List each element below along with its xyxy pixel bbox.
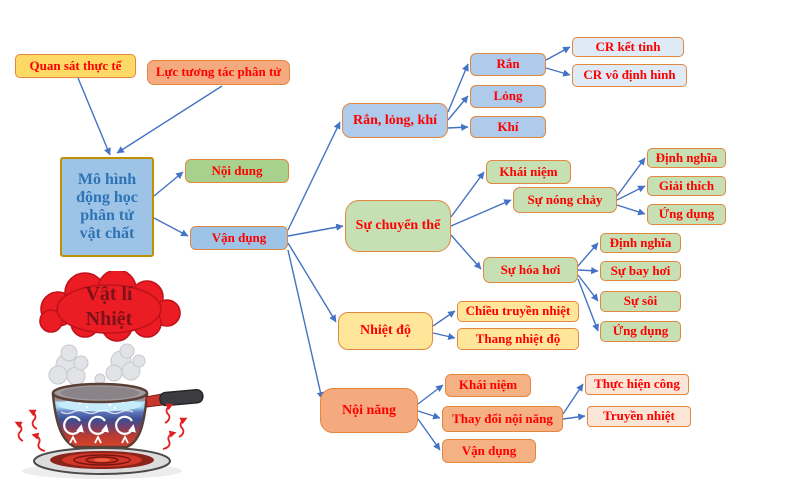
node-su-chuyen-the: Sự chuyển thể [345, 200, 451, 252]
node-su-hoa-hoi: Sự hóa hơi [483, 257, 578, 283]
node-khai-niem-chuyen-the: Khái niệm [486, 160, 571, 184]
edge-2 [153, 171, 184, 197]
edge-12 [545, 67, 571, 77]
node-cr-ket-tinh: CR kết tinh [572, 37, 684, 57]
cloud-line-1: Vật lí [85, 283, 133, 305]
edge-25 [417, 384, 444, 405]
heat-radiation-arrows-icon [14, 403, 188, 452]
node-line: phân tử [80, 207, 134, 224]
edge-29 [562, 413, 586, 421]
edge-13 [450, 171, 485, 218]
node-ung-dung-hoa-hoi: Ứng dụng [600, 321, 681, 342]
boiling-pot-illustration [14, 343, 204, 479]
node-thuc-hien-cong: Thực hiện công [585, 374, 689, 395]
node-dinh-nghia-hoa-hoi: Định nghĩa [600, 233, 681, 253]
edge-24 [432, 332, 456, 341]
node-van-dung-noi-nang: Vận dụng [442, 439, 536, 463]
node-dinh-nghia-nong-chay: Định nghĩa [647, 148, 726, 168]
edge-22 [577, 278, 599, 332]
edge-10 [447, 123, 469, 131]
topic-cloud-label: Vật lí Nhiệt [33, 271, 185, 343]
node-su-soi: Sự sôi [600, 291, 681, 312]
node-cr-vo-dinh-hinh: CR vô định hình [572, 64, 687, 87]
edge-14 [450, 199, 512, 227]
node-long: Lỏng [470, 85, 546, 108]
cloud-line-2: Nhiệt [85, 308, 133, 330]
node-su-bay-hoi: Sự bay hơi [600, 261, 681, 281]
edge-16 [616, 157, 646, 197]
node-ung-dung-nong-chay: Ứng dụng [647, 204, 726, 225]
edge-0 [77, 77, 111, 156]
steam-icon [48, 343, 146, 386]
edge-6 [287, 242, 337, 323]
pot-handle-icon [145, 389, 204, 408]
edge-9 [447, 95, 469, 121]
pot-icon [51, 382, 149, 449]
node-ran: Rắn [470, 53, 546, 76]
node-line: Mô hình [77, 171, 137, 189]
edge-1 [116, 85, 223, 154]
edge-20 [577, 267, 599, 275]
edge-7 [287, 249, 325, 400]
node-giai-thich: Giải thích [647, 176, 726, 196]
node-ran-long-khi: Rắn, lỏng, khí [342, 103, 448, 138]
node-chieu-truyen-nhiet: Chiều truyền nhiệt [457, 301, 579, 322]
edge-18 [616, 204, 646, 216]
edge-19 [577, 242, 599, 267]
edge-11 [545, 46, 571, 61]
node-su-nong-chay: Sự nóng chảy [513, 187, 617, 213]
burner-icon [22, 447, 182, 479]
node-quan-sat-thuc-te: Quan sát thực tế [15, 54, 136, 78]
node-thay-doi-noi-nang: Thay đổi nội năng [442, 406, 563, 432]
edge-4 [287, 121, 341, 231]
edge-26 [417, 410, 441, 420]
edge-27 [417, 418, 441, 451]
node-nhiet-do: Nhiệt độ [338, 312, 433, 350]
edge-5 [287, 223, 344, 237]
edge-21 [577, 274, 599, 302]
node-van-dung: Vận dụng [190, 226, 288, 250]
node-line: vật chất [79, 224, 135, 242]
node-line: động học [76, 189, 138, 207]
edge-8 [447, 63, 469, 113]
edge-23 [432, 310, 456, 327]
topic-cloud-icon [39, 271, 181, 342]
edge-28 [562, 383, 584, 415]
convection-arrows-icon [63, 415, 136, 444]
node-khai-niem-noi-nang: Khái niệm [445, 374, 531, 397]
node-noi-nang: Nội năng [320, 388, 418, 433]
node-truyen-nhiet: Truyền nhiệt [587, 406, 691, 427]
edge-15 [450, 234, 482, 270]
edge-3 [153, 217, 189, 237]
edge-17 [616, 185, 646, 201]
node-thang-nhiet-do: Thang nhiệt độ [457, 328, 579, 350]
node-luc-tuong-tac-phan-tu: Lực tương tác phân tử [147, 60, 290, 85]
node-khi: Khí [470, 116, 546, 138]
node-noi-dung: Nội dung [185, 159, 289, 183]
